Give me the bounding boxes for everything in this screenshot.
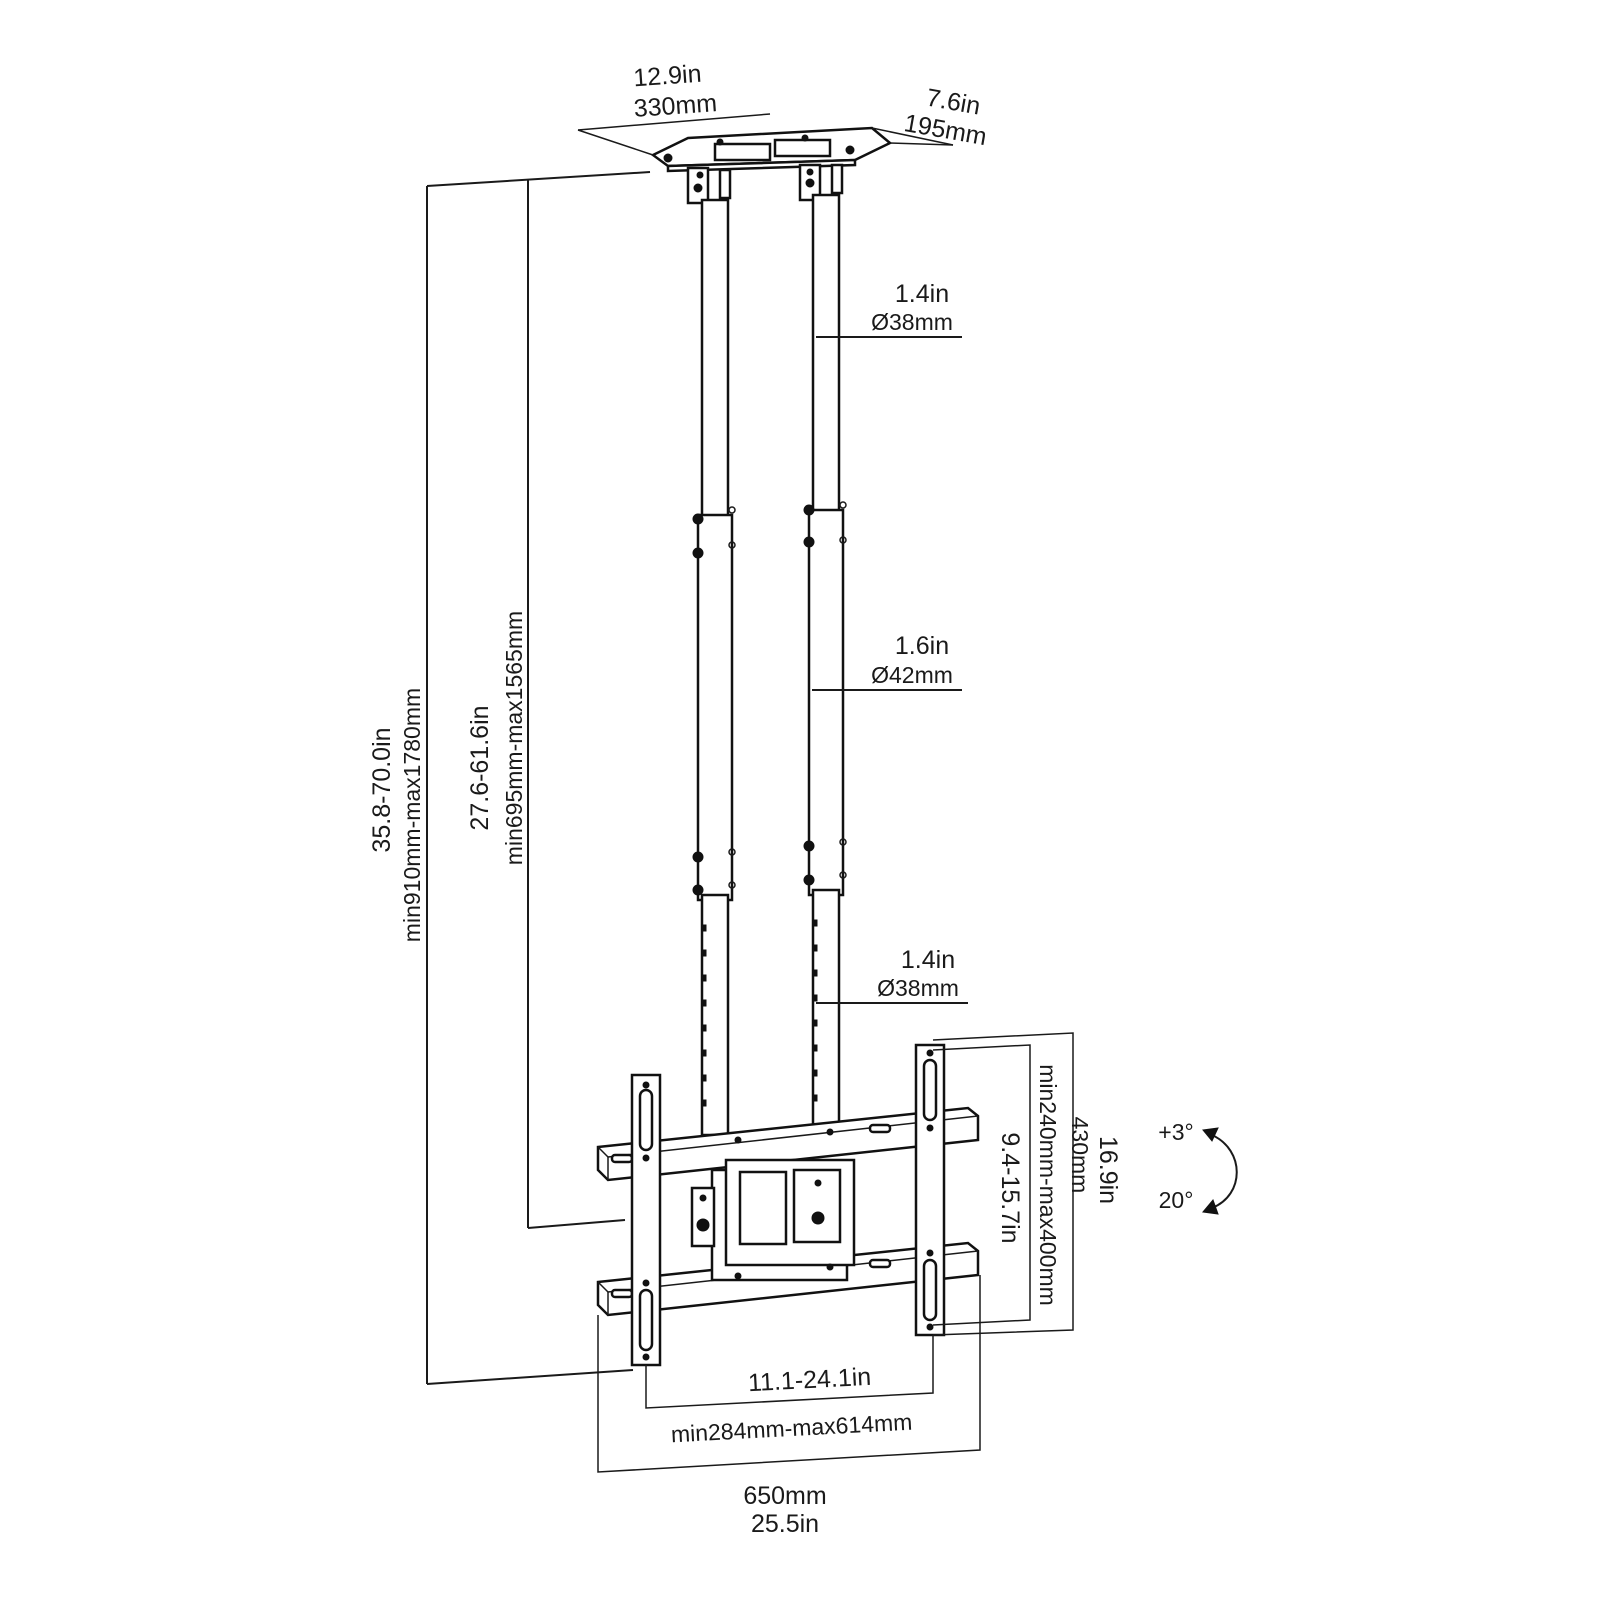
top-plate-width-label: 12.9in 330mm bbox=[632, 60, 718, 123]
left-pole bbox=[692, 198, 736, 1137]
tilt-down-label: 20° bbox=[1159, 1187, 1194, 1213]
tv-bracket bbox=[596, 1043, 980, 1367]
bracket-width-in: 25.5in bbox=[751, 1510, 819, 1538]
plate-dimension-lines bbox=[577, 113, 954, 156]
vesa-horizontal-range-label: 11.1-24.1in min284mm-max614mm bbox=[670, 1363, 913, 1448]
top-plate-width-mm: 330mm bbox=[633, 89, 718, 123]
vesa-horizontal-range-mm: min284mm-max614mm bbox=[670, 1409, 913, 1448]
lower-pole-diameter-label: 1.4in Ø38mm bbox=[877, 946, 959, 1001]
bracket-width-label: 650mm 25.5in bbox=[743, 1482, 826, 1538]
ceiling-plate bbox=[650, 126, 893, 205]
bracket-height-mm: 430mm bbox=[1067, 1117, 1093, 1194]
top-plate-width-in: 12.9in bbox=[632, 60, 702, 93]
bracket-horizontal-dimension-lines bbox=[597, 1275, 981, 1473]
pole-height-mm: min695mm-max1565mm bbox=[501, 611, 527, 865]
pole-diameter-leaders bbox=[812, 336, 968, 1004]
overall-height-in: 35.8-70.0in bbox=[368, 727, 396, 852]
lower-pole-diameter-in: 1.4in bbox=[901, 946, 955, 974]
top-plate-depth-label: 7.6in 195mm bbox=[902, 84, 989, 152]
vesa-vertical-range-mm: min240mm-max400mm bbox=[1035, 1064, 1061, 1306]
middle-pole-diameter-mm: Ø42mm bbox=[871, 662, 953, 688]
pole-adjustment-holes bbox=[702, 919, 818, 1107]
pole-height-dimension bbox=[527, 180, 626, 1229]
upper-pole-diameter-in: 1.4in bbox=[895, 280, 949, 308]
vesa-vertical-range-in: 9.4-15.7in bbox=[996, 1132, 1024, 1243]
bracket-height-in: 16.9in bbox=[1094, 1136, 1122, 1204]
vesa-vertical-range-mm-label: min240mm-max400mm bbox=[1035, 1064, 1061, 1306]
bracket-height-label: 16.9in 430mm bbox=[1067, 1117, 1122, 1204]
upper-pole-diameter-label: 1.4in Ø38mm bbox=[871, 280, 953, 335]
upper-pole-diameter-mm: Ø38mm bbox=[871, 309, 953, 335]
overall-height-label: 35.8-70.0in min910mm-max1780mm bbox=[368, 688, 425, 942]
bracket-vertical-dimension-lines bbox=[932, 1032, 1074, 1336]
middle-pole-diameter-label: 1.6in Ø42mm bbox=[871, 632, 953, 688]
pole-height-in: 27.6-61.6in bbox=[466, 705, 494, 830]
tilt-up-label: +3° bbox=[1158, 1119, 1193, 1145]
middle-pole-diameter-in: 1.6in bbox=[895, 632, 949, 660]
overall-height-dimension bbox=[426, 171, 651, 1385]
vesa-horizontal-range-in: 11.1-24.1in bbox=[747, 1363, 872, 1397]
pole-height-label: 27.6-61.6in min695mm-max1565mm bbox=[466, 611, 527, 865]
lower-pole-diameter-mm: Ø38mm bbox=[877, 975, 959, 1001]
right-pole bbox=[803, 193, 847, 1137]
overall-height-mm: min910mm-max1780mm bbox=[399, 688, 425, 942]
tilt-indicator: +3° 20° bbox=[1158, 1119, 1238, 1215]
bracket-width-mm: 650mm bbox=[743, 1482, 826, 1510]
vesa-vertical-range-label: 9.4-15.7in bbox=[996, 1132, 1024, 1243]
